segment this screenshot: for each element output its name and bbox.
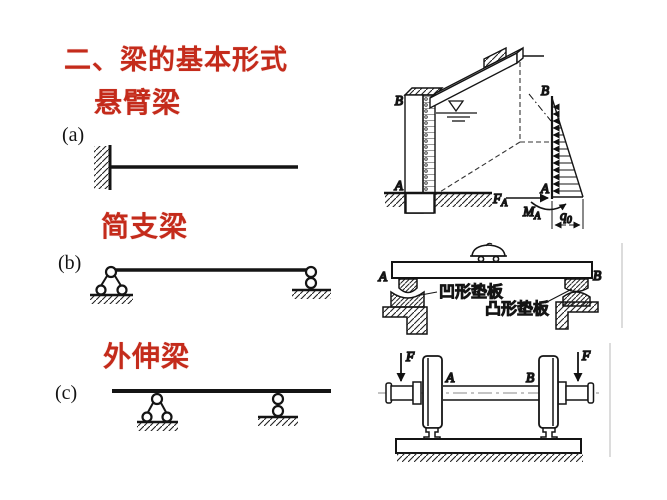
beam-body: [391, 261, 593, 279]
beam-front-face: [429, 51, 518, 110]
sluice-gate-figure: B A: [384, 46, 584, 229]
left-force-label: F: [405, 349, 415, 364]
left-wheel: [422, 355, 443, 442]
overhanging-diagram: [112, 389, 331, 431]
column-below-ground-cover: [406, 194, 434, 213]
right-force-label: F: [581, 348, 591, 363]
concave-pad-support: [382, 278, 428, 335]
section-heading-cantilever: 悬臂梁: [94, 87, 182, 118]
pin-support: [90, 265, 133, 304]
foundation-slab: [395, 438, 582, 454]
concave-pad-label: 凹形垫板: [439, 283, 503, 301]
soil-hatch: [385, 194, 492, 207]
section-tag-b: (b): [58, 252, 82, 274]
slide-title: 二、梁的基本形式: [64, 45, 288, 75]
pin-support: [137, 392, 178, 431]
right-end-cap: [587, 382, 595, 404]
load-dome-icon: [470, 242, 507, 263]
beam-support-block: [483, 46, 507, 70]
section-heading-overhanging: 外伸梁: [103, 341, 191, 372]
simply-supported-diagram: [90, 265, 331, 304]
point-label-b: B: [593, 268, 601, 283]
fixed-wall-hatch: [94, 146, 109, 189]
point-label-a2: A: [540, 181, 550, 196]
point-label-b2: B: [541, 83, 549, 98]
point-label-a: A: [445, 370, 455, 385]
load-diagram: B A FA MA q0: [491, 82, 584, 229]
right-collar: [557, 381, 567, 405]
projection-dashes: [434, 62, 550, 196]
section-heading-simply-supported: 简支梁: [101, 211, 189, 242]
column-rack-strip: [422, 94, 436, 194]
point-label-b: B: [395, 93, 403, 108]
q0-dimension: [551, 199, 584, 229]
section-tag-c: (c): [55, 382, 78, 404]
right-wheel: [538, 355, 559, 442]
axis-dashdot: [528, 93, 552, 122]
distributed-load-arrows: [552, 103, 582, 195]
reaction-moment-arrow: [530, 201, 567, 211]
convex-pad-label: 凸形垫板: [485, 300, 549, 318]
point-label-a: A: [378, 269, 388, 284]
reaction-moment-label: MA: [522, 204, 541, 222]
roller-support: [258, 392, 298, 426]
concave-leader: [420, 291, 438, 296]
point-label-a: A: [394, 178, 404, 193]
load-intensity-label: q0: [560, 208, 572, 226]
beam-end-face: [516, 46, 524, 65]
section-tag-a: (a): [62, 124, 85, 146]
cantilever-diagram: [94, 145, 298, 190]
reaction-force-label: FA: [492, 191, 508, 209]
bearing-plate-figure: A B 凹形垫板 凸形垫板: [377, 242, 623, 335]
load-hypotenuse: [551, 97, 584, 198]
left-collar: [412, 381, 422, 405]
left-journal: [390, 385, 414, 401]
convex-pad-support: [555, 278, 599, 330]
convex-leader: [544, 288, 573, 304]
wheelset-figure: F F A B: [378, 343, 611, 462]
point-label-b: B: [526, 370, 534, 385]
right-journal: [565, 385, 589, 401]
roller-support: [292, 265, 331, 299]
foundation-hatch: [397, 453, 583, 462]
water-level-icon: [436, 100, 477, 122]
